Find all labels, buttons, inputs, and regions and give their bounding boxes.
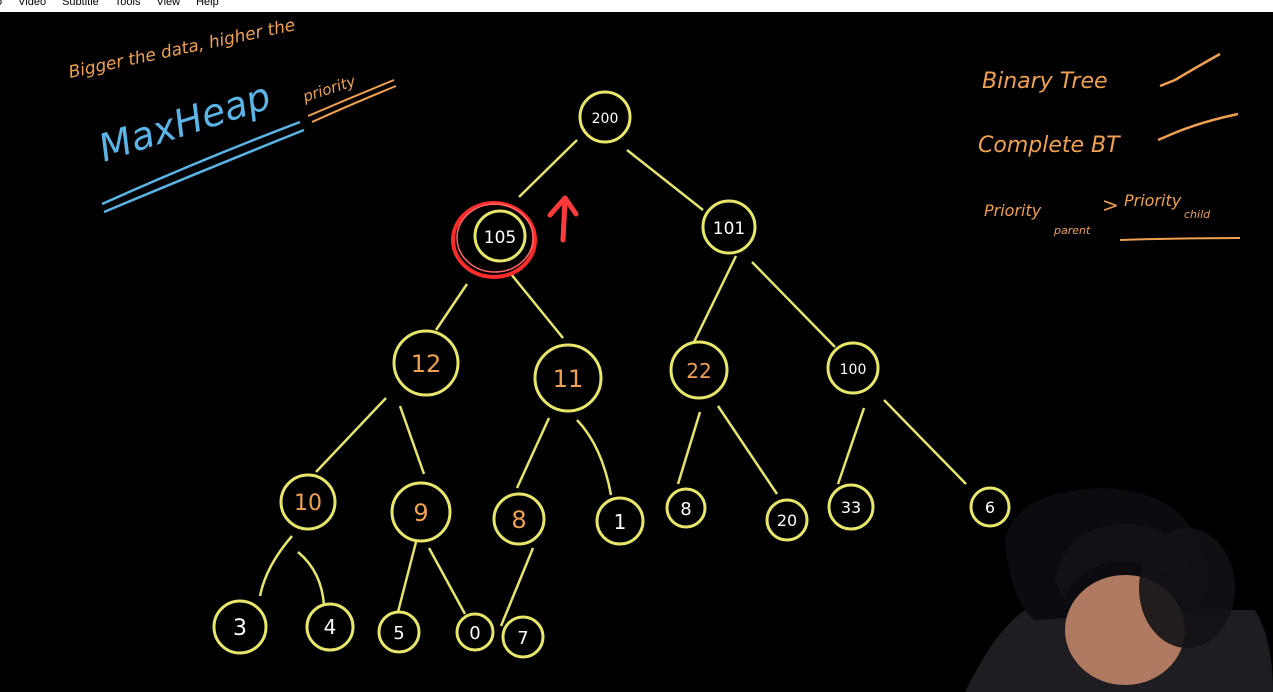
note-priority-parent: Priority <box>984 201 1042 220</box>
tree-node-22: 22 <box>669 340 729 400</box>
maxheap-title: MaxHeap <box>93 74 276 171</box>
menu-item-help[interactable]: Help <box>196 0 219 8</box>
svg-text:22: 22 <box>686 359 711 383</box>
check-icon-2 <box>1157 112 1239 142</box>
svg-text:100: 100 <box>840 362 867 378</box>
tree-node-9: 9 <box>390 481 452 543</box>
menu-bar: o Video Subtitle Tools View Help <box>0 0 1273 12</box>
note-top-left: Bigger the data, higher the priority Max… <box>67 15 397 214</box>
tree-node-10: 10 <box>279 473 337 531</box>
menu-item-video[interactable]: Video <box>18 0 47 8</box>
note-greater-than: > <box>1102 193 1119 217</box>
menu-item-media[interactable]: o <box>0 0 10 8</box>
note-priority-child: Priority <box>1124 191 1182 210</box>
note-line2: priority <box>300 72 359 107</box>
tree-node-11: 11 <box>533 343 603 413</box>
menu-item-tools[interactable]: Tools <box>114 0 141 8</box>
svg-text:105: 105 <box>484 228 516 248</box>
note-complete-bt: Complete BT <box>978 133 1121 158</box>
menu-item-view[interactable]: View <box>156 0 181 8</box>
svg-text:3: 3 <box>233 616 247 641</box>
tree-node-200: 200 <box>578 90 632 144</box>
svg-text:7: 7 <box>517 628 528 649</box>
svg-text:200: 200 <box>592 111 619 127</box>
svg-text:8: 8 <box>680 499 691 520</box>
svg-text:8: 8 <box>511 506 526 534</box>
tree-node-12: 12 <box>392 329 460 397</box>
svg-text:0: 0 <box>469 623 480 644</box>
tree-node-7: 7 <box>501 615 545 659</box>
note-child-sub: child <box>1184 208 1211 221</box>
tree-node-5: 5 <box>377 610 421 654</box>
svg-text:6: 6 <box>985 498 995 517</box>
menu-item-subtitle[interactable]: Subtitle <box>62 0 99 8</box>
svg-text:12: 12 <box>411 350 442 378</box>
check-icon-1 <box>1159 52 1221 88</box>
svg-text:101: 101 <box>713 219 745 239</box>
note-binary-tree: Binary Tree <box>982 69 1108 94</box>
note-line1: Bigger the data, higher the <box>67 15 297 83</box>
tree-node-3: 3 <box>212 599 268 655</box>
tree-node-1: 1 <box>595 496 645 546</box>
svg-text:1: 1 <box>614 510 627 534</box>
tree-node-20: 20 <box>765 498 809 542</box>
svg-text:20: 20 <box>777 511 797 530</box>
presenter-webcam <box>965 488 1273 692</box>
svg-text:33: 33 <box>841 498 861 517</box>
svg-text:9: 9 <box>413 499 428 527</box>
svg-text:5: 5 <box>393 623 404 644</box>
tree-node-33: 33 <box>827 483 875 531</box>
up-arrow-icon <box>547 195 579 243</box>
tree-node-0: 0 <box>455 612 495 652</box>
svg-text:10: 10 <box>294 491 322 516</box>
svg-text:4: 4 <box>324 615 337 639</box>
tree-node-8-left: 8 <box>492 492 546 546</box>
note-right: Binary Tree Complete BT Priority parent … <box>978 52 1241 241</box>
tree-node-6: 6 <box>969 486 1011 528</box>
tree-node-105: 105 <box>473 209 527 263</box>
note-parent-sub: parent <box>1053 224 1091 237</box>
tree-edges <box>258 139 967 627</box>
highlight-circle <box>451 201 537 279</box>
tree-node-4: 4 <box>305 602 355 652</box>
tree-node-100: 100 <box>826 341 880 395</box>
svg-text:11: 11 <box>553 365 584 393</box>
tree-node-8-right: 8 <box>665 487 707 529</box>
tree-node-101: 101 <box>701 199 757 255</box>
video-frame[interactable]: Bigger the data, higher the priority Max… <box>0 12 1273 692</box>
